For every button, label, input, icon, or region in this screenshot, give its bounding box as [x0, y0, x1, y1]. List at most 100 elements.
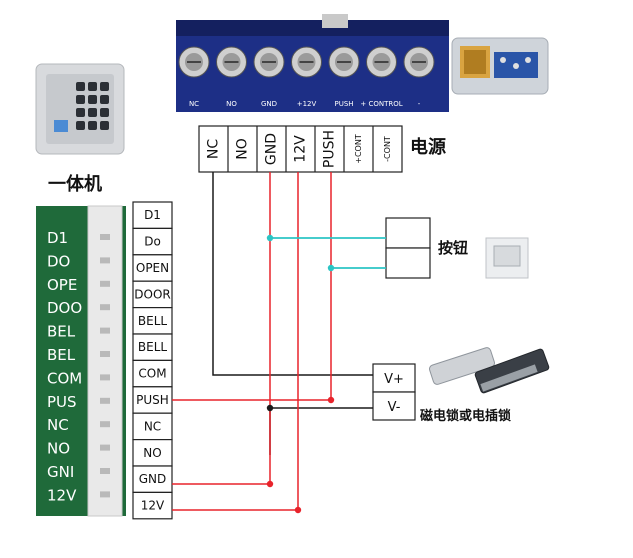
junction-push-keypad	[327, 396, 335, 404]
terminal-block-marking: GND	[261, 100, 277, 108]
junction-black	[266, 404, 274, 412]
keypad-terminal-12v: 12V	[141, 499, 165, 513]
exit-button-photo	[485, 237, 529, 279]
power-supply-board-photo	[451, 37, 549, 95]
keypad-key	[76, 82, 85, 91]
terminal-block-marking: +12V	[297, 100, 317, 108]
pcb-label: 12V	[47, 486, 77, 504]
keypad-key	[76, 95, 85, 104]
keypad-terminal-box	[132, 333, 173, 361]
keypad-terminal-open: OPEN	[136, 261, 169, 275]
junction-gnd-keypad	[266, 480, 274, 488]
pcb-pin	[100, 468, 110, 474]
power-terminal-push: PUSH	[322, 130, 338, 168]
power-terminal-block-photo: NC NO GND +12V PUSH + CONTROL -	[176, 14, 449, 112]
terminal-block-marking: PUSH	[334, 100, 353, 108]
keypad-photo	[35, 63, 125, 155]
keypad-terminal-push: PUSH	[136, 393, 169, 407]
keypad-key	[76, 108, 85, 117]
pcb-pin	[100, 491, 110, 498]
keypad-key	[100, 121, 109, 130]
keypad-terminal-bell: BELL	[138, 314, 168, 328]
keypad-terminal-door: DOOR	[134, 287, 170, 301]
pcb-pin	[100, 444, 110, 451]
keypad-terminal-box	[132, 280, 173, 309]
keypad-terminal-box	[132, 491, 173, 520]
keypad-key	[76, 121, 85, 130]
junction-gnd-button	[266, 234, 274, 242]
keypad-terminal-box	[132, 201, 173, 229]
terminal-block-marking: + CONTROL	[360, 100, 402, 108]
pcb-pin	[100, 304, 110, 311]
keypad-terminal-box	[132, 227, 173, 256]
pcb-label: NO	[47, 440, 70, 458]
junction-push-button	[327, 264, 335, 272]
wire-push	[172, 172, 332, 401]
pcb-label: BEL	[47, 346, 76, 364]
pcb-label: COM	[47, 369, 82, 387]
keypad-key	[88, 82, 97, 91]
power-terminal-no: NO	[235, 138, 251, 160]
keypad-terminal-bell: BELL	[138, 340, 168, 354]
terminal-block-marking: NO	[226, 100, 237, 108]
keypad-terminal-do: Do	[144, 235, 161, 249]
lock-photo	[429, 347, 550, 394]
pcb-pin	[100, 397, 110, 404]
pcb-pin	[100, 257, 110, 264]
power-terminal-cont: -CONT	[383, 136, 392, 162]
keypad-key	[88, 108, 97, 117]
wire-power-nc-to-lock-vplus	[212, 172, 373, 376]
pcb-label: DOO	[47, 299, 82, 317]
pcb-pin	[100, 374, 110, 381]
keypad-terminal-box	[132, 412, 173, 441]
keypad-terminal-no: NO	[143, 446, 161, 460]
exit-button-terminals	[385, 217, 431, 279]
pcb-label: GNI	[47, 463, 74, 481]
power-terminal-strip: NC NO GND 12V PUSH +CONT -CONT	[198, 125, 403, 173]
power-terminal-12v: 12V	[293, 135, 309, 163]
keypad-terminal-box	[132, 254, 173, 282]
power-terminal-gnd: GND	[264, 133, 280, 165]
wire-lock-vminus	[269, 407, 373, 455]
keypad-terminal-gnd: GND	[139, 472, 167, 486]
lock-terminal-v-minus: V-	[388, 400, 401, 415]
terminal-block-marking: -	[418, 100, 421, 108]
pcb-label: DO	[47, 252, 70, 270]
power-terminal-nc: NC	[206, 139, 222, 159]
pcb-label: D1	[47, 229, 68, 247]
pcb-pin	[100, 351, 110, 357]
keypad-terminal-com: COM	[138, 367, 166, 381]
keypad-key	[100, 108, 109, 117]
junction-12v-keypad	[294, 506, 302, 514]
keypad-terminal-box	[132, 439, 173, 467]
pcb-label: PUS	[47, 393, 77, 411]
pcb-pin	[100, 421, 110, 428]
keypad-key	[100, 95, 109, 104]
keypad-terminal-d1: D1	[144, 208, 161, 222]
terminal-block-marking: NC	[189, 100, 199, 108]
keypad-key	[100, 82, 109, 91]
lock-terminal-v-plus: V+	[384, 372, 404, 387]
keypad-key	[88, 121, 97, 130]
wire-12v	[172, 172, 299, 511]
keypad-terminal-box	[132, 465, 173, 493]
power-supply-title: 电源	[410, 136, 446, 158]
keypad-key	[88, 95, 97, 104]
wire-gnd	[172, 172, 271, 485]
pcb-pin	[100, 327, 110, 334]
pcb-pin	[100, 234, 110, 240]
keypad-terminal-nc: NC	[144, 419, 161, 433]
keypad-unit-title: 一体机	[48, 173, 102, 195]
pcb-label: BEL	[47, 323, 76, 341]
wires	[172, 172, 386, 514]
pcb-pin	[100, 280, 110, 287]
pcb-label: OPE	[47, 276, 77, 294]
pcb-label: NC	[47, 416, 69, 434]
exit-button-label: 按钮	[438, 239, 468, 257]
lock-label: 磁电锁或电插锁	[420, 408, 511, 424]
lock-terminal-strip: V+ V-	[372, 363, 416, 421]
power-terminal-cont: +CONT	[354, 134, 363, 164]
